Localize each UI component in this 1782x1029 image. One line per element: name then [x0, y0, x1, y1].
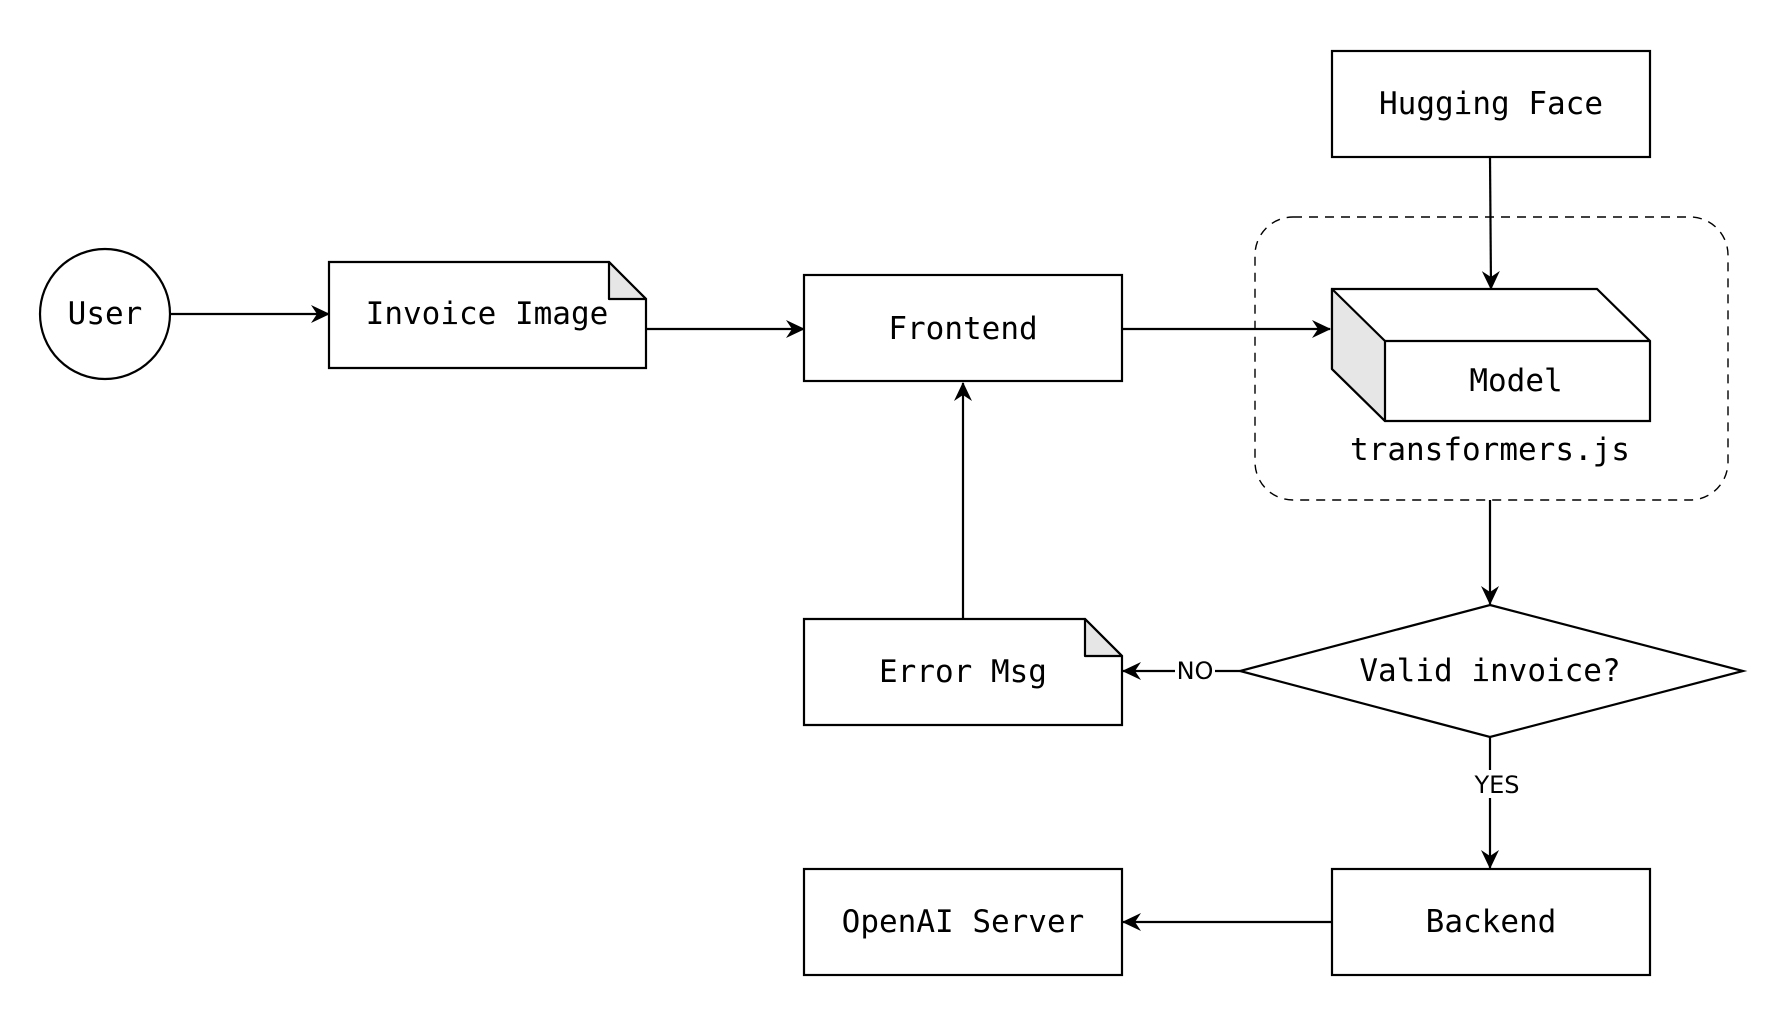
- valid-invoice-diamond: [1235, 603, 1748, 739]
- error-msg-note: [802, 617, 1124, 727]
- edges: NO YES: [170, 156, 1520, 931]
- node-user: User: [38, 247, 172, 381]
- node-backend: Backend: [1330, 867, 1652, 977]
- node-hugging-face: Hugging Face: [1330, 49, 1652, 159]
- edge-label-yes-bg: [1468, 770, 1520, 798]
- transformers-group-label: transformers.js: [1350, 432, 1630, 468]
- model-label: Model: [1469, 363, 1562, 399]
- edge-hugging-face-to-model: [1481, 156, 1500, 290]
- user-circle: [38, 247, 172, 381]
- edge-label-yes: YES: [1473, 771, 1519, 799]
- error-msg-label: Error Msg: [879, 654, 1047, 690]
- hugging-face-label: Hugging Face: [1379, 86, 1603, 122]
- backend-label: Backend: [1426, 904, 1557, 940]
- node-openai-server: OpenAI Server: [802, 867, 1124, 977]
- user-label: User: [68, 296, 143, 332]
- edge-label-no-bg: [1175, 656, 1215, 684]
- valid-invoice-label: Valid invoice?: [1359, 653, 1620, 689]
- node-model: Model: [1330, 287, 1652, 423]
- error-msg-note-fold: [1083, 617, 1124, 658]
- hugging-face-box: [1330, 49, 1652, 159]
- invoice-image-label: Invoice Image: [366, 296, 609, 332]
- model-box-side-face: [1330, 287, 1387, 423]
- node-frontend: Frontend: [802, 273, 1124, 383]
- frontend-label: Frontend: [888, 311, 1037, 347]
- invoice-image-note-fold: [607, 260, 648, 301]
- backend-box: [1330, 867, 1652, 977]
- node-error-msg: Error Msg: [802, 617, 1124, 727]
- openai-server-box: [802, 867, 1124, 977]
- openai-server-label: OpenAI Server: [842, 904, 1085, 940]
- edge-label-no: NO: [1177, 657, 1214, 685]
- invoice-image-note: [327, 260, 648, 370]
- node-invoice-image: Invoice Image: [327, 260, 648, 370]
- node-valid-invoice: Valid invoice?: [1235, 603, 1748, 739]
- frontend-box: [802, 273, 1124, 383]
